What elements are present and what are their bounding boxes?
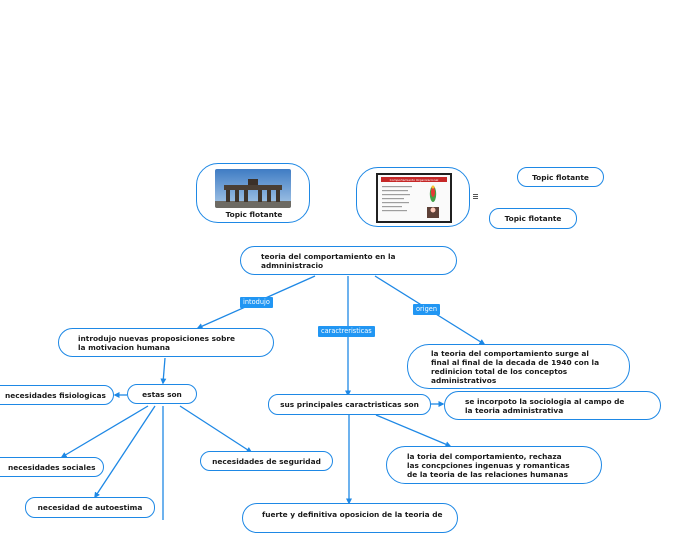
oposicion-label: fuerte y definitiva oposicion de la teor… bbox=[262, 510, 443, 519]
floating-image-topic-label: Topic flotante bbox=[225, 210, 283, 219]
edge-principales-rechaza bbox=[375, 414, 452, 448]
rechaza-topic[interactable]: la toria del comportamiento, rechaza las… bbox=[386, 446, 602, 484]
sociales-topic[interactable]: necesidades sociales bbox=[0, 457, 104, 477]
root-topic-label: teoria del comportamiento en la admninis… bbox=[261, 251, 396, 270]
edge-label-intodujo: intodujo bbox=[240, 297, 273, 308]
floating-slide-topic[interactable]: Comportamiento Organizacional bbox=[356, 167, 470, 227]
edge-label-origen: origen bbox=[413, 304, 440, 315]
sociologia-label: se incorpoto la sociologia al campo de l… bbox=[465, 396, 625, 415]
introdujo-topic-label: introdujo nuevas proposiciones sobre la … bbox=[78, 333, 236, 352]
oposicion-topic[interactable]: fuerte y definitiva oposicion de la teor… bbox=[242, 503, 458, 533]
notes-icon[interactable] bbox=[473, 194, 479, 200]
autoestima-topic[interactable]: necesidad de autoestima bbox=[25, 497, 155, 518]
principales-label: sus principales caractristicas son bbox=[280, 400, 419, 409]
floating-image-topic[interactable]: Topic flotante bbox=[196, 163, 310, 223]
sociales-label: necesidades sociales bbox=[8, 462, 96, 472]
floating-topic-a[interactable]: Topic flotante bbox=[517, 167, 604, 187]
edge-label-caractreristicas: caractreristicas bbox=[318, 326, 375, 337]
introdujo-topic[interactable]: introdujo nuevas proposiciones sobre la … bbox=[58, 328, 274, 357]
edge-introdujo-estas bbox=[160, 357, 167, 385]
slide-title: Comportamiento Organizacional bbox=[390, 178, 439, 182]
seguridad-label: necesidades de seguridad bbox=[212, 456, 321, 466]
principales-topic[interactable]: sus principales caractristicas son bbox=[268, 394, 431, 415]
root-topic[interactable]: teoria del comportamiento en la admninis… bbox=[240, 246, 457, 275]
origen-topic-label: la teoria del comportamiento surge al fi… bbox=[431, 348, 600, 385]
estas-son-topic[interactable]: estas son bbox=[127, 384, 197, 404]
sociologia-topic[interactable]: se incorpoto la sociologia al campo de l… bbox=[444, 391, 661, 420]
brandenburg-gate-image bbox=[215, 169, 291, 208]
floating-topic-a-label: Topic flotante bbox=[532, 172, 589, 182]
fisiologicas-label: necesidades fisiologicas bbox=[5, 390, 106, 400]
slide-image: Comportamiento Organizacional bbox=[376, 173, 452, 223]
estas-son-label: estas son bbox=[142, 389, 182, 399]
origen-topic[interactable]: la teoria del comportamiento surge al fi… bbox=[407, 344, 630, 389]
autoestima-label: necesidad de autoestima bbox=[37, 503, 143, 512]
edge-estas-autoestima bbox=[94, 405, 156, 499]
edge-estas-sociales bbox=[60, 405, 149, 458]
seguridad-topic[interactable]: necesidades de seguridad bbox=[200, 451, 333, 471]
edge-estas-seguridad bbox=[179, 405, 253, 453]
fisiologicas-topic[interactable]: necesidades fisiologicas bbox=[0, 385, 114, 405]
rechaza-label: la toria del comportamiento, rechaza las… bbox=[407, 451, 570, 479]
floating-topic-b-label: Topic flotante bbox=[504, 214, 562, 223]
floating-topic-b[interactable]: Topic flotante bbox=[489, 208, 577, 229]
